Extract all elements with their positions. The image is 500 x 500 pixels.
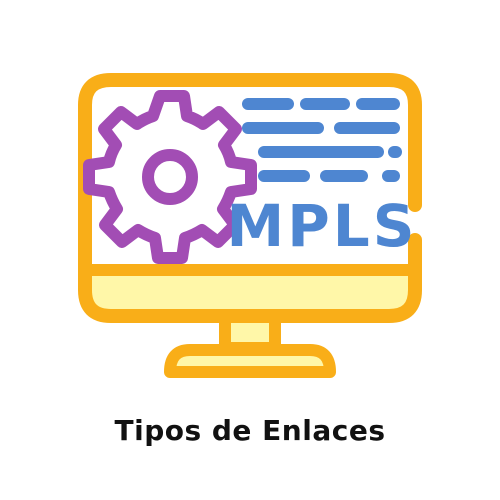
monitor-foot: [164, 344, 336, 378]
caption: Tipos de Enlaces: [114, 413, 386, 447]
gear-outline: [83, 90, 257, 264]
mpls-label: MPLS: [227, 192, 418, 260]
monitor-mpls-icon: MPLS: [78, 73, 422, 378]
monitor-body: [78, 73, 422, 323]
monitor-frame: [78, 73, 422, 323]
screen-text-lines: [242, 98, 402, 182]
monitor-chin: [80, 265, 420, 320]
gear-hub: [142, 149, 198, 205]
gear-icon: [83, 90, 257, 264]
